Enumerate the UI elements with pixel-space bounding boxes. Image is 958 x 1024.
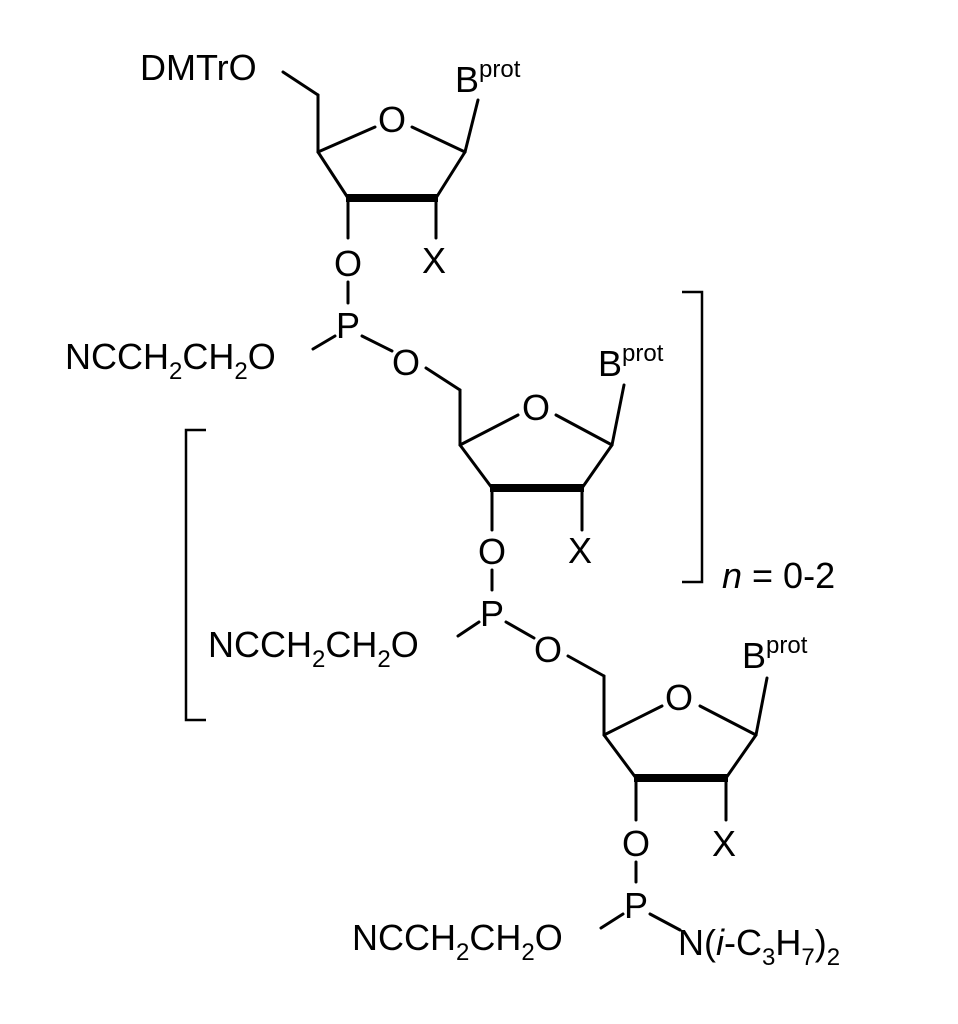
bond [463,98,480,154]
base-label: Bprot [455,56,521,100]
ring-oxygen-label: O [665,677,693,718]
bond [456,620,481,638]
bond [754,676,769,737]
linker-oxygen-label: O [392,342,420,383]
bond [458,413,520,447]
cyanoethoxy-label: NCCH2CH2O [208,624,419,673]
bond [599,912,625,930]
bond [602,733,638,780]
diisopropylamino-label: N(i-C3H7)2 [678,922,840,971]
phosphorus-label: P [336,305,360,346]
bond [316,125,377,154]
bond [698,704,758,737]
bond [424,366,462,392]
phosphate-oxygen-label: O [478,531,506,572]
bond [410,125,467,154]
base-label: Bprot [598,340,664,384]
dmtr-o-label: DMTrO [140,47,257,88]
bond [360,334,394,353]
bond [458,443,494,490]
ring-oxygen-label: O [522,387,550,428]
bond [580,443,614,490]
bond [434,150,467,200]
right-bracket [682,290,704,584]
linker-oxygen-label: O [534,629,562,670]
nucleoside-unit-2: O Bprot X O P NCCH2CH2O O [208,340,664,678]
bond [311,334,337,351]
cyanoethoxy-label: NCCH2CH2O [352,917,563,966]
bond [504,620,536,640]
ring-oxygen-label: O [378,99,406,140]
bond [316,150,350,200]
repeat-brackets: n = 0-2 [184,290,835,722]
bond [566,654,606,678]
nucleoside-unit-3: O Bprot X O P NCCH2CH2O N(i-C3H7)2 [352,632,840,971]
bond [724,733,758,780]
base-label: Bprot [742,632,808,676]
bond [554,413,614,447]
x-substituent-label: X [422,240,446,281]
phosphate-oxygen-label: O [334,243,362,284]
phosphorus-label: P [480,593,504,634]
bond [648,912,682,932]
phosphate-oxygen-label: O [622,823,650,864]
x-substituent-label: X [712,823,736,864]
nucleoside-unit-1: DMTrO O Bprot X O P NCCH2CH2O O [65,47,521,392]
phosphorus-label: P [624,885,648,926]
bond [610,383,626,447]
x-substituent-label: X [568,530,592,571]
bond [602,704,664,737]
left-bracket [184,428,206,722]
bond [281,70,320,97]
repeat-count-label: n = 0-2 [722,555,835,596]
cyanoethoxy-label: NCCH2CH2O [65,336,276,385]
